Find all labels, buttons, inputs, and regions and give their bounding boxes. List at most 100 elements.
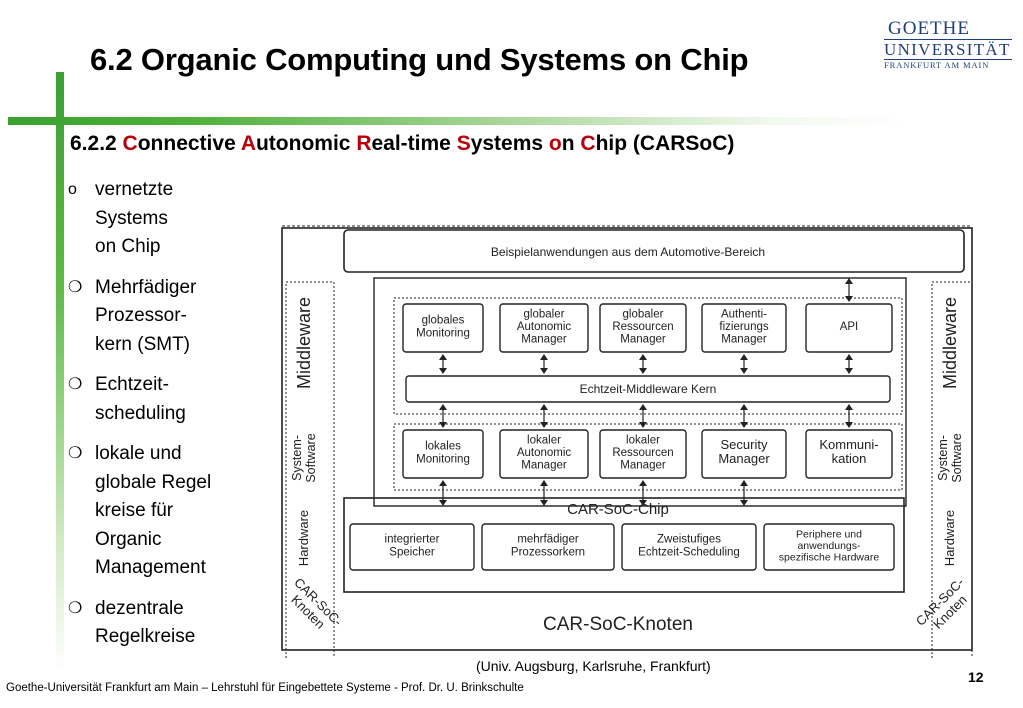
subtitle-text: eal-time: [371, 132, 457, 155]
local-component-box: [805, 429, 893, 479]
bullet-text-line: scheduling: [95, 402, 186, 424]
bullet-text-line: Prozessor-: [95, 305, 187, 326]
middleware-frame: [393, 297, 903, 415]
local-to-chip-arrow-head: [639, 480, 647, 486]
global-component-box: [402, 303, 484, 353]
global-to-kernel-arrow-head: [540, 354, 548, 360]
local-to-chip-arrow-head: [439, 480, 447, 486]
goethe-university-logo: GOETHE UNIVERSITÄT FRANKFURT AM MAIN: [880, 18, 1020, 76]
bullet-text-line: Mehrfädiger: [95, 276, 197, 298]
local-to-chip-arrow-head: [540, 480, 548, 486]
right-hardware-label: Hardware: [942, 510, 957, 566]
bullet-text-line: on Chip: [95, 236, 161, 257]
bullet-marker-icon: ❍: [68, 278, 83, 296]
logo-line-2: UNIVERSITÄT: [884, 40, 1011, 59]
right-middleware-label: Middleware: [940, 297, 960, 389]
local-to-chip-arrow-head: [639, 500, 647, 506]
kernel-to-local-arrow-head: [639, 404, 647, 410]
global-to-kernel-arrow-head: [439, 368, 447, 374]
api-to-apps-arrow-head: [845, 278, 853, 284]
local-to-chip-arrow-head: [740, 480, 748, 486]
node-label: CAR-SoC-Knoten: [543, 614, 693, 635]
kernel-to-local-arrow-head: [540, 422, 548, 428]
left-hardware-label: Hardware: [296, 510, 311, 566]
bullet-text-line: Management: [95, 557, 206, 578]
global-component-label: API: [840, 321, 859, 333]
global-component-box: [499, 303, 589, 353]
bullet-text-line: kreise für: [95, 500, 174, 521]
kernel-to-local-arrow-head: [639, 422, 647, 428]
left-node-side-label: CAR-SoC-Knoten: [281, 575, 345, 639]
kernel-to-local-arrow-head: [540, 404, 548, 410]
bullet-marker-icon: ❍: [68, 445, 83, 462]
subtitle-initial-letter: o: [548, 132, 562, 155]
bullet-item: ❍Echtzeit-scheduling: [68, 371, 278, 428]
right-layer-column: [931, 281, 973, 658]
system-software-frame: [393, 423, 903, 491]
global-to-kernel-arrow-head: [439, 354, 447, 360]
global-component-box: [599, 303, 687, 353]
global-component-box: [805, 303, 893, 353]
carsoc-chip-box: [343, 497, 905, 593]
right-system-software-label: System-Software: [936, 433, 964, 482]
page-title: 6.2 Organic Computing und Systems on Chi…: [90, 42, 749, 77]
bullet-text-line: vernetzte: [95, 179, 174, 200]
logo-rule: [884, 59, 1012, 60]
logo-line-3: FRANKFURT AM MAIN: [884, 60, 990, 70]
applications-box: [343, 229, 965, 273]
page-footer: Goethe-Universität Frankfurt am Main – L…: [6, 682, 524, 694]
global-to-kernel-arrow-head: [540, 368, 548, 374]
subtitle-text: hip (CARSoC): [595, 132, 735, 155]
kernel-to-local-arrow-head: [740, 422, 748, 428]
section-subtitle: 6.2.2 Connective Autonomic Real-time Sys…: [70, 132, 734, 156]
logo-line-1: GOETHE: [888, 18, 970, 39]
kernel-to-local-arrow-head: [740, 404, 748, 410]
local-component-box: [599, 429, 687, 479]
local-to-chip-arrow-head: [540, 500, 548, 506]
kernel-to-local-arrow-head: [439, 422, 447, 428]
global-to-kernel-arrow-head: [740, 368, 748, 374]
api-to-kernel-arrow-head: [845, 354, 853, 360]
left-middleware-label: Middleware: [294, 297, 314, 389]
subtitle-initial-letter: S: [456, 132, 471, 155]
kernel-to-local-arrow-head: [439, 404, 447, 410]
subtitle-text: utonomic: [255, 132, 357, 155]
bullet-text-line: Systems: [95, 207, 168, 229]
green-vertical-accent-bar: [56, 72, 64, 672]
bullet-marker-icon: o: [68, 181, 77, 198]
bullet-text-line: Organic: [95, 528, 162, 550]
api-to-apps-arrow-head: [845, 296, 853, 302]
subtitle-text: ystems: [470, 132, 549, 155]
bullet-text-line: Regelkreise: [95, 626, 196, 647]
global-to-kernel-arrow-head: [639, 368, 647, 374]
local-component-box: [499, 429, 589, 479]
bullet-text-line: globale Regel: [95, 471, 212, 493]
bullet-marker-icon: ❍: [68, 376, 83, 393]
kernel-to-local-arrow-head: [845, 404, 853, 410]
local-to-chip-arrow-head: [740, 500, 748, 506]
figure-caption: (Univ. Augsburg, Karlsruhe, Frankfurt): [476, 658, 711, 674]
subtitle-text: 6.2.2: [70, 132, 123, 155]
platform-frame: [373, 277, 907, 507]
local-component-box: [402, 429, 484, 479]
bullet-text-line: dezentrale: [95, 597, 184, 619]
right-node-side-label: CAR-SoC-Knoten: [913, 575, 977, 639]
applications-label: Beispielanwendungen aus dem Automotive-B…: [491, 245, 765, 259]
chip-component-box: [621, 523, 757, 571]
carsoc-architecture-diagram: Beispielanwendungen aus dem Automotive-B…: [281, 225, 977, 658]
middleware-kernel-bar: [405, 375, 891, 403]
bullet-marker-icon: ❍: [68, 599, 83, 617]
